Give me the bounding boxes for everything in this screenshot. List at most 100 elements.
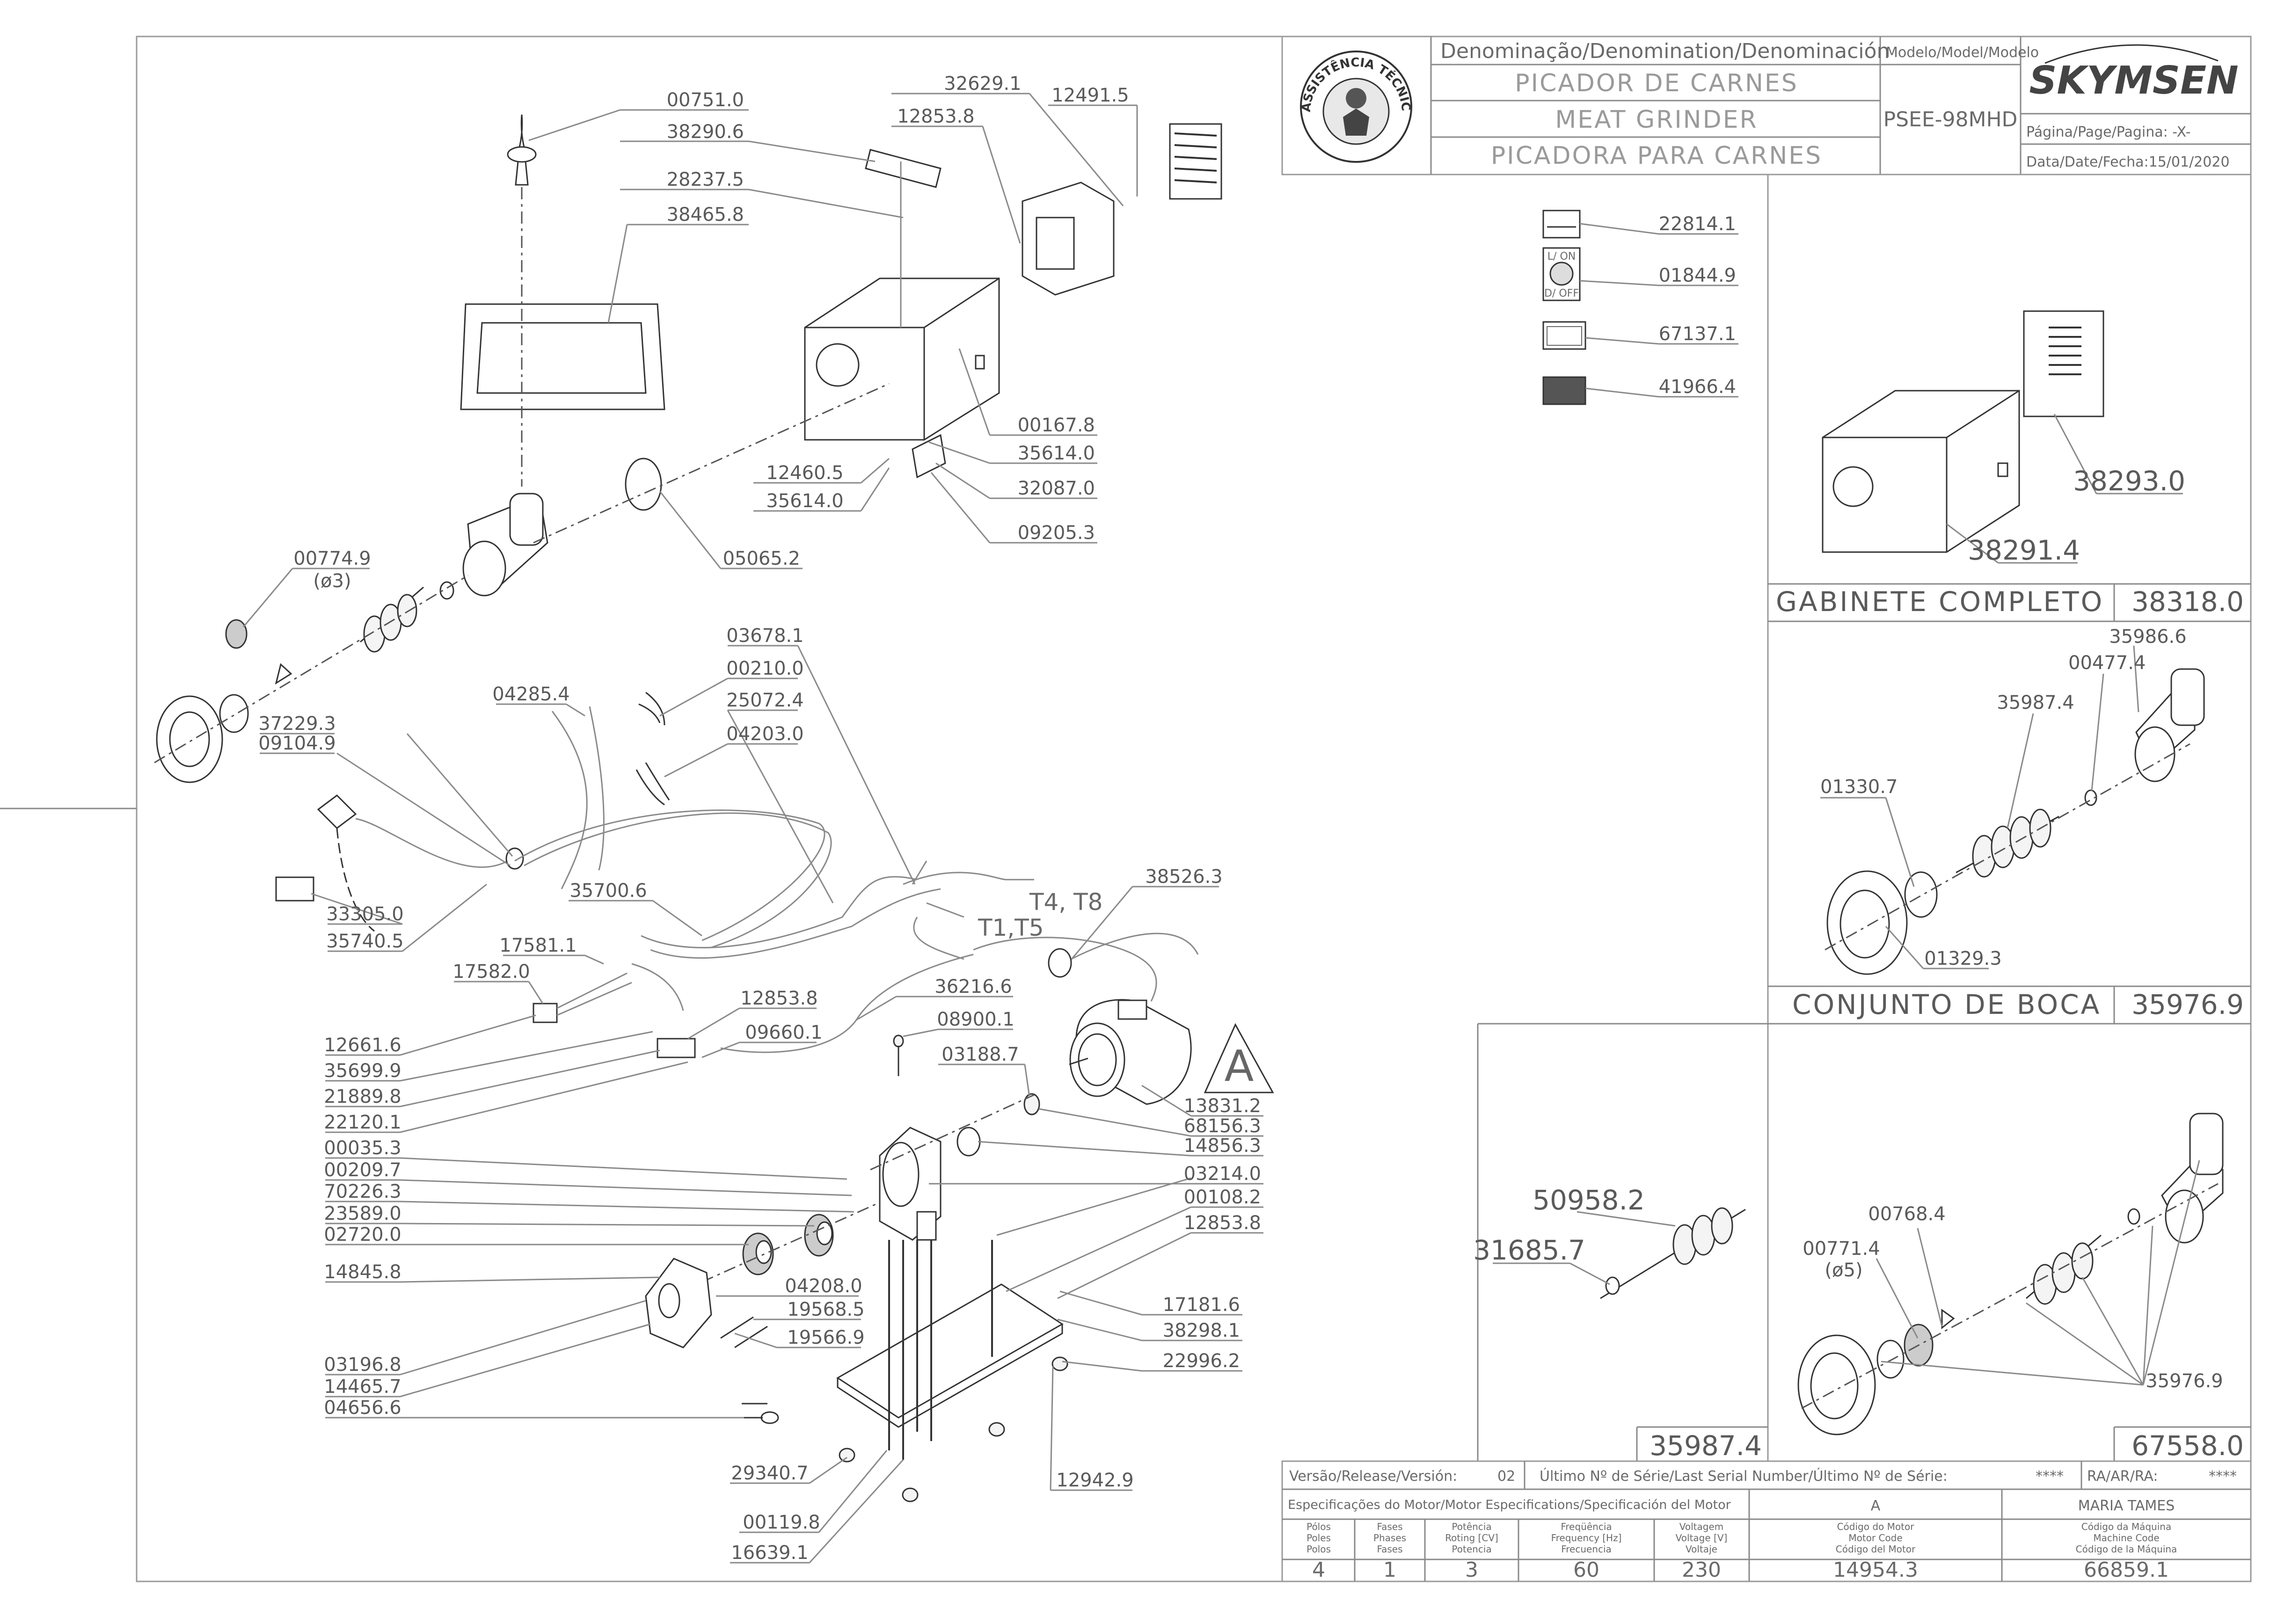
side-grille [2023, 310, 2104, 417]
knob [893, 1034, 904, 1048]
foot [839, 1448, 855, 1463]
hdr-power-pt: Potência [1452, 1521, 1491, 1532]
callout-00771-note: (ø5) [1825, 1260, 1862, 1281]
panel-mouth-assembly: 35986.6 00477.4 35987.4 01330.7 01329.3 … [1792, 626, 2244, 1020]
serial-label: Último Nº de Série/Last Serial Number/Úl… [1540, 1467, 1948, 1485]
spec-motor-code: 14954.3 [1833, 1558, 1918, 1582]
sub-assembly-panels [1477, 174, 2252, 1462]
stud [760, 1411, 779, 1424]
terminal-t1-t5: T1,T5 [978, 914, 1044, 941]
callout-32087: 32087.0 [1018, 478, 1095, 499]
callout-28237: 28237.5 [667, 169, 744, 190]
hdr-power-es: Potencia [1452, 1544, 1491, 1555]
ring [1904, 871, 1938, 918]
spec-phases: 1 [1383, 1558, 1396, 1582]
callout-12942: 12942.9 [1056, 1470, 1133, 1491]
callout-00774: 00774.9 [293, 548, 371, 569]
version-label: Versão/Release/Versión: [1289, 1468, 1457, 1485]
machine-name-es: PICADORA PARA CARNES [1491, 142, 1822, 170]
callout-14856: 14856.3 [1184, 1135, 1261, 1157]
motor-letter: A [1225, 1041, 1254, 1091]
power-switch [533, 1003, 558, 1023]
callout-33305: 33305.0 [326, 903, 403, 925]
footer-table: Versão/Release/Versión: 02 Último Nº de … [1281, 1460, 2252, 1582]
callout-00035: 00035.3 [324, 1137, 401, 1159]
callout-12460: 12460.5 [766, 462, 843, 484]
callout-38293: 38293.0 [2073, 465, 2185, 497]
hdr-poles-en: Poles [1307, 1532, 1331, 1544]
rear-grille [1169, 123, 1222, 200]
panel-worm-screw: 50958.2 31685.7 35987.4 [1473, 1184, 1762, 1462]
cabinet-body [1822, 390, 2020, 553]
callout-37229: 37229.3 [258, 713, 336, 735]
ra-value: **** [2209, 1468, 2237, 1485]
callout-68156: 68156.3 [1184, 1115, 1261, 1137]
panel-code-cabinet: 38318.0 [2131, 586, 2244, 618]
switch-off-label: D/ OFF [1544, 288, 1579, 299]
callout-12661: 12661.6 [324, 1034, 401, 1056]
drawing-author: MARIA TAMES [2078, 1498, 2175, 1514]
callout-03214: 03214.0 [1184, 1163, 1261, 1185]
callout-36216: 36216.6 [934, 976, 1012, 998]
hdr-volt-pt: Voltagem [1679, 1521, 1724, 1532]
panel-code-worm: 35987.4 [1650, 1430, 1762, 1462]
serial-value: **** [2036, 1468, 2064, 1485]
motor-revision: A [1871, 1498, 1881, 1514]
worm-screw [1956, 808, 2059, 878]
callout-03678: 03678.1 [726, 625, 803, 647]
hdr-volt-en: Voltage [V] [1676, 1532, 1728, 1544]
label-legend: L/ ON D/ OFF 22814.1 01844.9 67137.1 419… [1542, 210, 1738, 405]
callout-00751: 00751.0 [667, 89, 744, 111]
spec-poles: 4 [1312, 1558, 1325, 1582]
shaft-coupling [1023, 1093, 1040, 1115]
callout-19566: 19566.9 [787, 1327, 864, 1348]
callout-00209: 00209.7 [324, 1159, 401, 1181]
label-code-2: 01844.9 [1659, 265, 1736, 286]
label-code-4: 41966.4 [1659, 376, 1736, 398]
callout-00167: 00167.8 [1018, 415, 1095, 436]
callout-32629: 32629.1 [944, 73, 1021, 95]
bearing-ring [956, 1127, 981, 1157]
callout-01330: 01330.7 [1820, 776, 1898, 798]
panel-title-mouth: CONJUNTO DE BOCA [1792, 989, 2101, 1020]
denomination-header: Denominação/Denomination/Denominación [1440, 39, 1890, 63]
callout-00477: 00477.4 [2068, 652, 2146, 674]
callout-22996: 22996.2 [1163, 1350, 1240, 1372]
brand-logo: SKYMSEN [2029, 58, 2238, 103]
hdr-phases-pt: Fases [1377, 1521, 1402, 1532]
motor-spec-label: Especificações do Motor/Motor Especifica… [1288, 1498, 1731, 1512]
cord-tag [275, 876, 314, 902]
callout-25072: 25072.4 [726, 690, 803, 711]
callout-05065: 05065.2 [723, 548, 800, 569]
callout-35614-a: 35614.0 [1018, 443, 1095, 464]
spec-power: 3 [1465, 1558, 1478, 1582]
callout-35987: 35987.4 [1997, 692, 2074, 714]
spec-voltage: 230 [1682, 1558, 1721, 1582]
hdr-volt-es: Voltaje [1686, 1544, 1717, 1555]
switch-bracket [912, 434, 946, 479]
cover-plate [865, 149, 942, 188]
hdr-phases-es: Fases [1377, 1544, 1402, 1555]
callout-00108: 00108.2 [1184, 1187, 1261, 1208]
callout-03196: 03196.8 [324, 1354, 401, 1376]
hdr-motorcode-es: Código del Motor [1836, 1544, 1916, 1555]
callout-38465: 38465.8 [667, 204, 744, 226]
hdr-machinecode-pt: Código da Máquina [2081, 1521, 2171, 1532]
drawing-frame [136, 36, 2252, 1582]
callout-35614-b: 35614.0 [766, 490, 843, 512]
callout-02720: 02720.0 [324, 1224, 401, 1245]
callout-35976: 35976.9 [2146, 1370, 2223, 1392]
callout-19568: 19568.5 [787, 1299, 864, 1320]
callout-00771: 00771.4 [1803, 1238, 1880, 1260]
hdr-freq-es: Frecuencia [1561, 1544, 1612, 1555]
spec-machine-code: 66859.1 [2084, 1558, 2169, 1582]
callout-09205: 09205.3 [1018, 522, 1095, 544]
callout-16639: 16639.1 [731, 1542, 808, 1564]
callout-13831: 13831.2 [1184, 1095, 1261, 1117]
callout-00210: 00210.0 [726, 658, 803, 679]
hdr-motorcode-en: Motor Code [1848, 1532, 1902, 1544]
callout-04285: 04285.4 [492, 684, 569, 705]
brand-swoosh [2044, 44, 2219, 64]
main-callouts: 00751.0 38290.6 28237.5 38465.8 32629.1 … [242, 73, 1263, 1564]
